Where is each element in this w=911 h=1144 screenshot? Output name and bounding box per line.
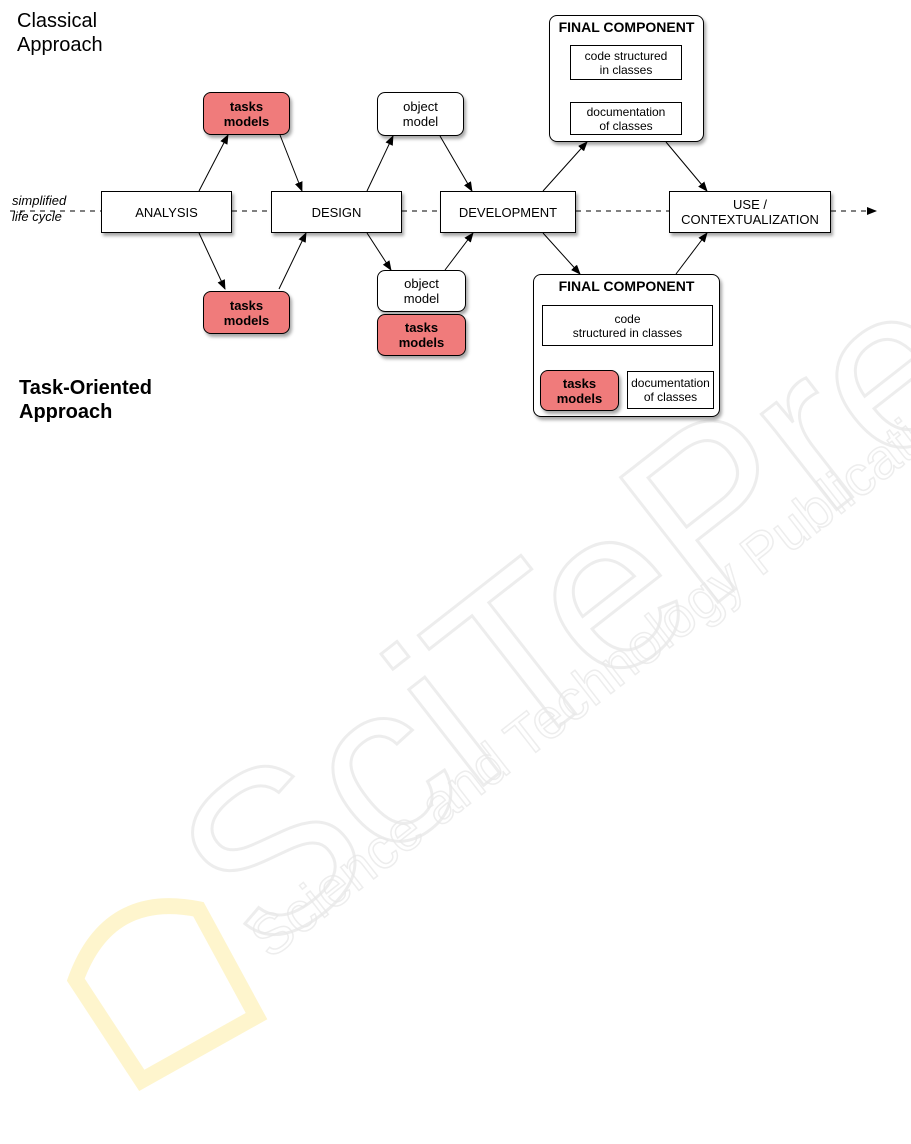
simplified-life-cycle-label: simplified life cycle (12, 193, 67, 224)
task-oriented-final-tasks-models: tasks models (540, 370, 619, 411)
task-oriented-tasks-models: tasks models (203, 291, 290, 334)
task-oriented-final-component: FINAL COMPONENT code structured in class… (533, 274, 720, 417)
task-oriented-approach-title: Task-Oriented Approach (19, 377, 152, 423)
task-oriented-code-box: code structured in classes (542, 305, 713, 346)
classical-approach-title: Classical Approach (17, 10, 103, 56)
flow-arrows (198, 72, 708, 370)
task-oriented-design-tasks-models: tasks models (377, 314, 466, 356)
classical-code-structured-box: code structured in classes (570, 45, 682, 80)
design-stage: DESIGN (271, 191, 402, 233)
classical-documentation-box: documentation of classes (570, 102, 682, 135)
task-oriented-final-component-title: FINAL COMPONENT (558, 278, 695, 294)
task-oriented-documentation-box: documentation of classes (627, 371, 714, 409)
task-oriented-object-model: object model (377, 270, 466, 312)
classical-object-model: object model (377, 92, 464, 136)
analysis-stage: ANALYSIS (101, 191, 232, 233)
use-contextualization-stage: USE / CONTEXTUALIZATION (669, 191, 831, 233)
classical-final-component-title: FINAL COMPONENT (558, 19, 695, 35)
development-stage: DEVELOPMENT (440, 191, 576, 233)
classical-tasks-models: tasks models (203, 92, 290, 135)
classical-final-component: FINAL COMPONENT code structured in class… (549, 15, 704, 142)
